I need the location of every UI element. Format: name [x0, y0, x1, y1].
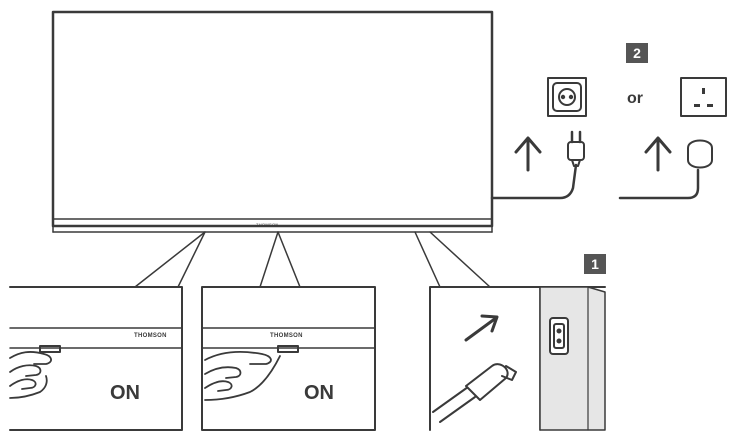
power-panel-1: [9, 286, 183, 431]
connector-panel: [429, 286, 606, 431]
panel-2-on-label: ON: [304, 382, 334, 404]
tv-brand-logo: THOMSON: [256, 222, 279, 227]
schuko-socket-icon: [547, 77, 587, 117]
panel-1-brand: THOMSON: [134, 333, 167, 339]
tv-power-cable: [490, 163, 578, 200]
uk-socket-icon: [680, 77, 727, 117]
power-panel-2: [201, 286, 376, 431]
plug-options-separator: or: [627, 90, 643, 107]
hand-icon: [204, 351, 281, 401]
power-plug-icon: [567, 130, 585, 167]
power-plug-icon: [432, 363, 517, 423]
up-arrow-icon: [644, 136, 672, 172]
hand-icon: [9, 351, 52, 399]
panel-2-brand: THOMSON: [270, 333, 303, 339]
tv-screen: [51, 10, 494, 233]
iec-socket-icon: [549, 317, 569, 355]
step-1-badge: 1: [584, 254, 606, 274]
diagonal-arrow-icon: [464, 314, 499, 342]
up-arrow-icon: [514, 136, 542, 172]
panel-1-on-label: ON: [110, 382, 140, 404]
callout-lines: [11, 231, 491, 288]
power-plug-icon: [618, 139, 713, 200]
step-2-badge: 2: [626, 43, 648, 63]
